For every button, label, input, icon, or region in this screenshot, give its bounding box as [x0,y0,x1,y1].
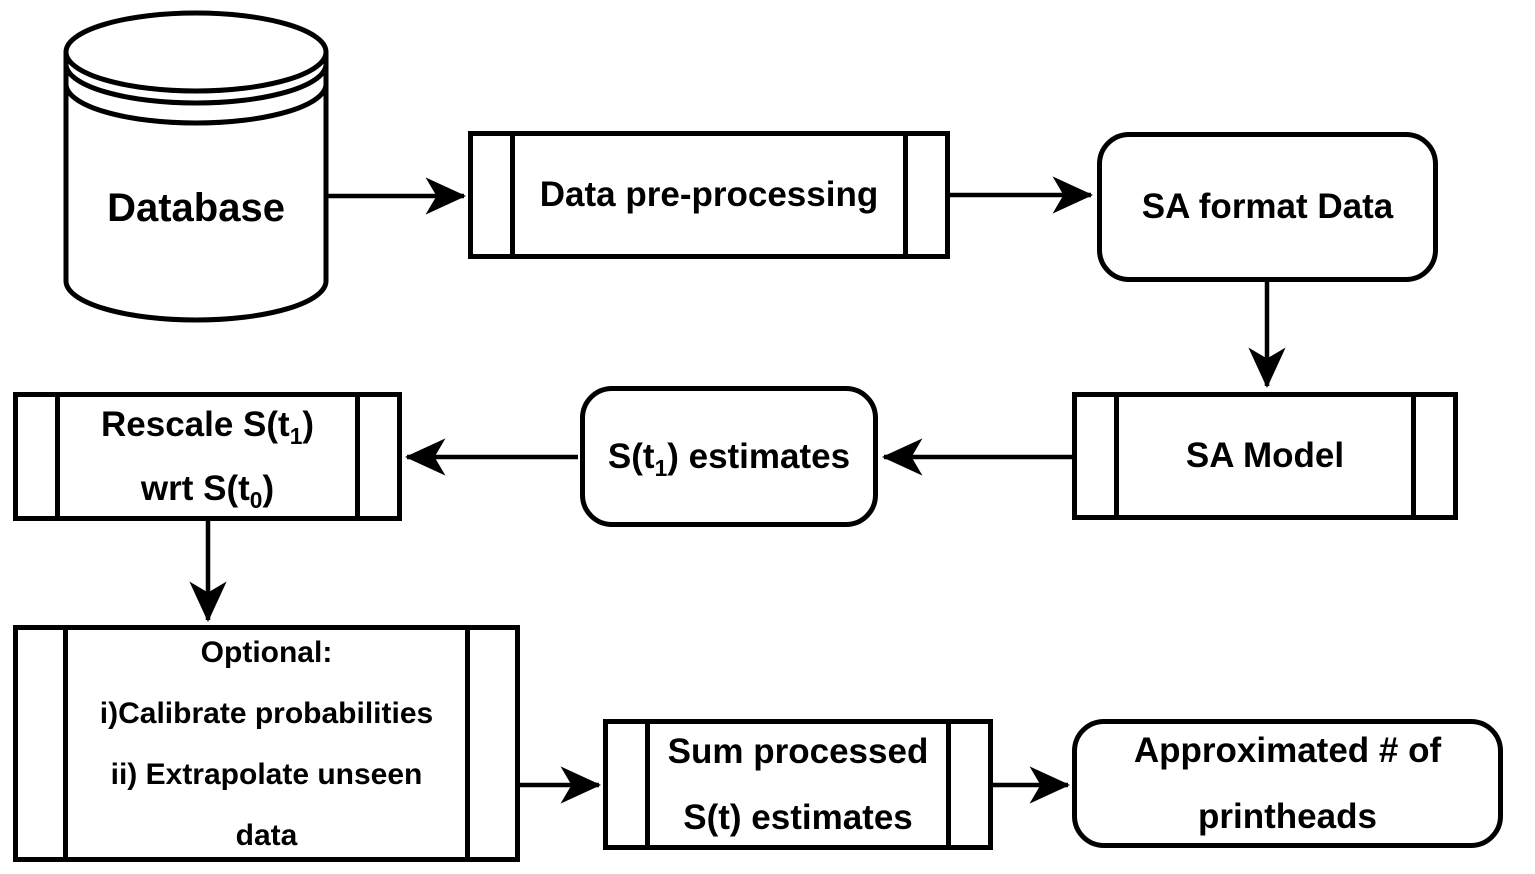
predefined-bar-right [355,397,360,516]
cylinder-top [63,10,329,94]
label-text: ) estimates [667,436,851,476]
label-subscript: 0 [249,486,263,513]
node-data-preprocessing-label: Data pre-processing [539,175,879,214]
label-text: Rescale S(t [100,404,290,444]
predefined-bar-right [946,724,951,845]
node-sum-processed-line2: S(t) estimates [683,797,913,837]
cylinder-ring-1 [63,63,329,106]
predefined-bar-right [465,630,470,857]
label-text: wrt S(t [140,468,250,508]
node-optional-line1: Optional: [200,635,333,669]
label-text: S(t [607,436,655,476]
label-subscript: 1 [289,422,303,449]
node-optional-line4: data [235,818,298,852]
node-rescale-line2: wrt S(t0) [141,457,274,521]
node-approximated-printheads: Approximated # of printheads [1072,719,1503,848]
node-sa-model: SA Model [1072,392,1458,520]
node-sum-processed: Sum processed S(t) estimates [603,719,993,850]
node-optional-line3: ii) Extrapolate unseen [110,757,423,791]
node-database-label: Database [107,186,285,230]
node-approximated-line1: Approximated # of [1133,730,1442,770]
cylinder-ring-2 [63,83,329,126]
predefined-bar-left [510,136,515,254]
predefined-bar-left [1114,397,1119,515]
node-data-preprocessing: Data pre-processing [468,131,950,259]
node-sa-format-data: SA format Data [1097,132,1438,282]
label-text: ) [302,404,315,444]
node-optional-line2: i)Calibrate probabilities [99,696,434,730]
node-sa-model-label: SA Model [1185,436,1345,475]
node-sa-format-data-label: SA format Data [1141,187,1394,226]
predefined-bar-left [55,397,60,516]
node-optional-steps: Optional: i)Calibrate probabilities ii) … [13,625,520,862]
node-st1-estimates: S(t1) estimates [580,386,878,527]
predefined-bar-right [1411,397,1416,515]
node-sum-processed-line1: Sum processed [667,731,929,771]
predefined-bar-right [903,136,908,254]
node-rescale-line1: Rescale S(t1) [101,393,314,457]
predefined-bar-left [645,724,650,845]
label-text: ) [262,468,275,508]
label-subscript: 1 [654,454,668,481]
predefined-bar-left [63,630,68,857]
database-cylinder-shape [63,10,329,323]
node-st1-estimates-label: S(t1) estimates [607,436,851,481]
node-rescale: Rescale S(t1) wrt S(t0) [13,392,402,521]
node-approximated-line2: printheads [1198,796,1377,836]
